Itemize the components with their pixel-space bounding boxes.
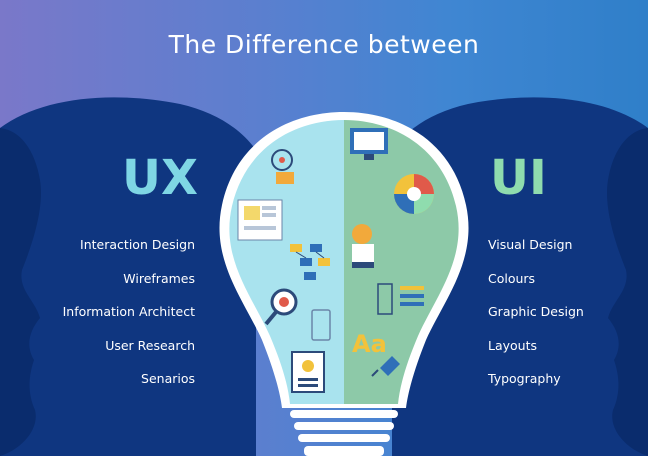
designer-icon: [352, 224, 374, 268]
list-item: User Research: [105, 337, 195, 353]
list-item: Layouts: [488, 337, 538, 353]
list-item: Wireframes: [123, 270, 195, 286]
list-item: Typography: [488, 371, 561, 387]
ui-heading: UI: [490, 150, 547, 206]
wireframe-icon: [237, 199, 283, 241]
mobile-icon: [311, 309, 331, 341]
page-title: The Difference between: [168, 30, 480, 59]
list-item: Senarios: [141, 371, 195, 387]
ux-list: Interaction Design Wireframes Informatio…: [63, 237, 195, 405]
monitor-icon: [350, 128, 388, 160]
list-item: Graphic Design: [488, 304, 584, 320]
ui-list: Visual Design Colours Graphic Design Lay…: [488, 237, 584, 405]
left-face-profile: [0, 128, 41, 456]
list-item: Interaction Design: [80, 237, 195, 252]
ux-heading: UX: [122, 150, 198, 206]
list-item: Visual Design: [488, 237, 573, 252]
bulb-left-half: [229, 120, 344, 404]
color-wheel-icon: [394, 174, 434, 214]
document-icon: [291, 351, 325, 393]
bulb-base: [290, 410, 398, 456]
list-item: Colours: [488, 270, 536, 286]
list-item: Information Architect: [62, 304, 195, 320]
left-head-silhouette: [0, 97, 256, 456]
pen-icon: [371, 356, 400, 377]
magnifier-icon: [264, 288, 298, 326]
gear-icon: [271, 149, 294, 184]
right-face-profile: [607, 128, 648, 456]
typography-icon: Aa: [352, 330, 387, 358]
flowchart-icon: [290, 244, 330, 280]
chart-icon: [377, 283, 424, 315]
